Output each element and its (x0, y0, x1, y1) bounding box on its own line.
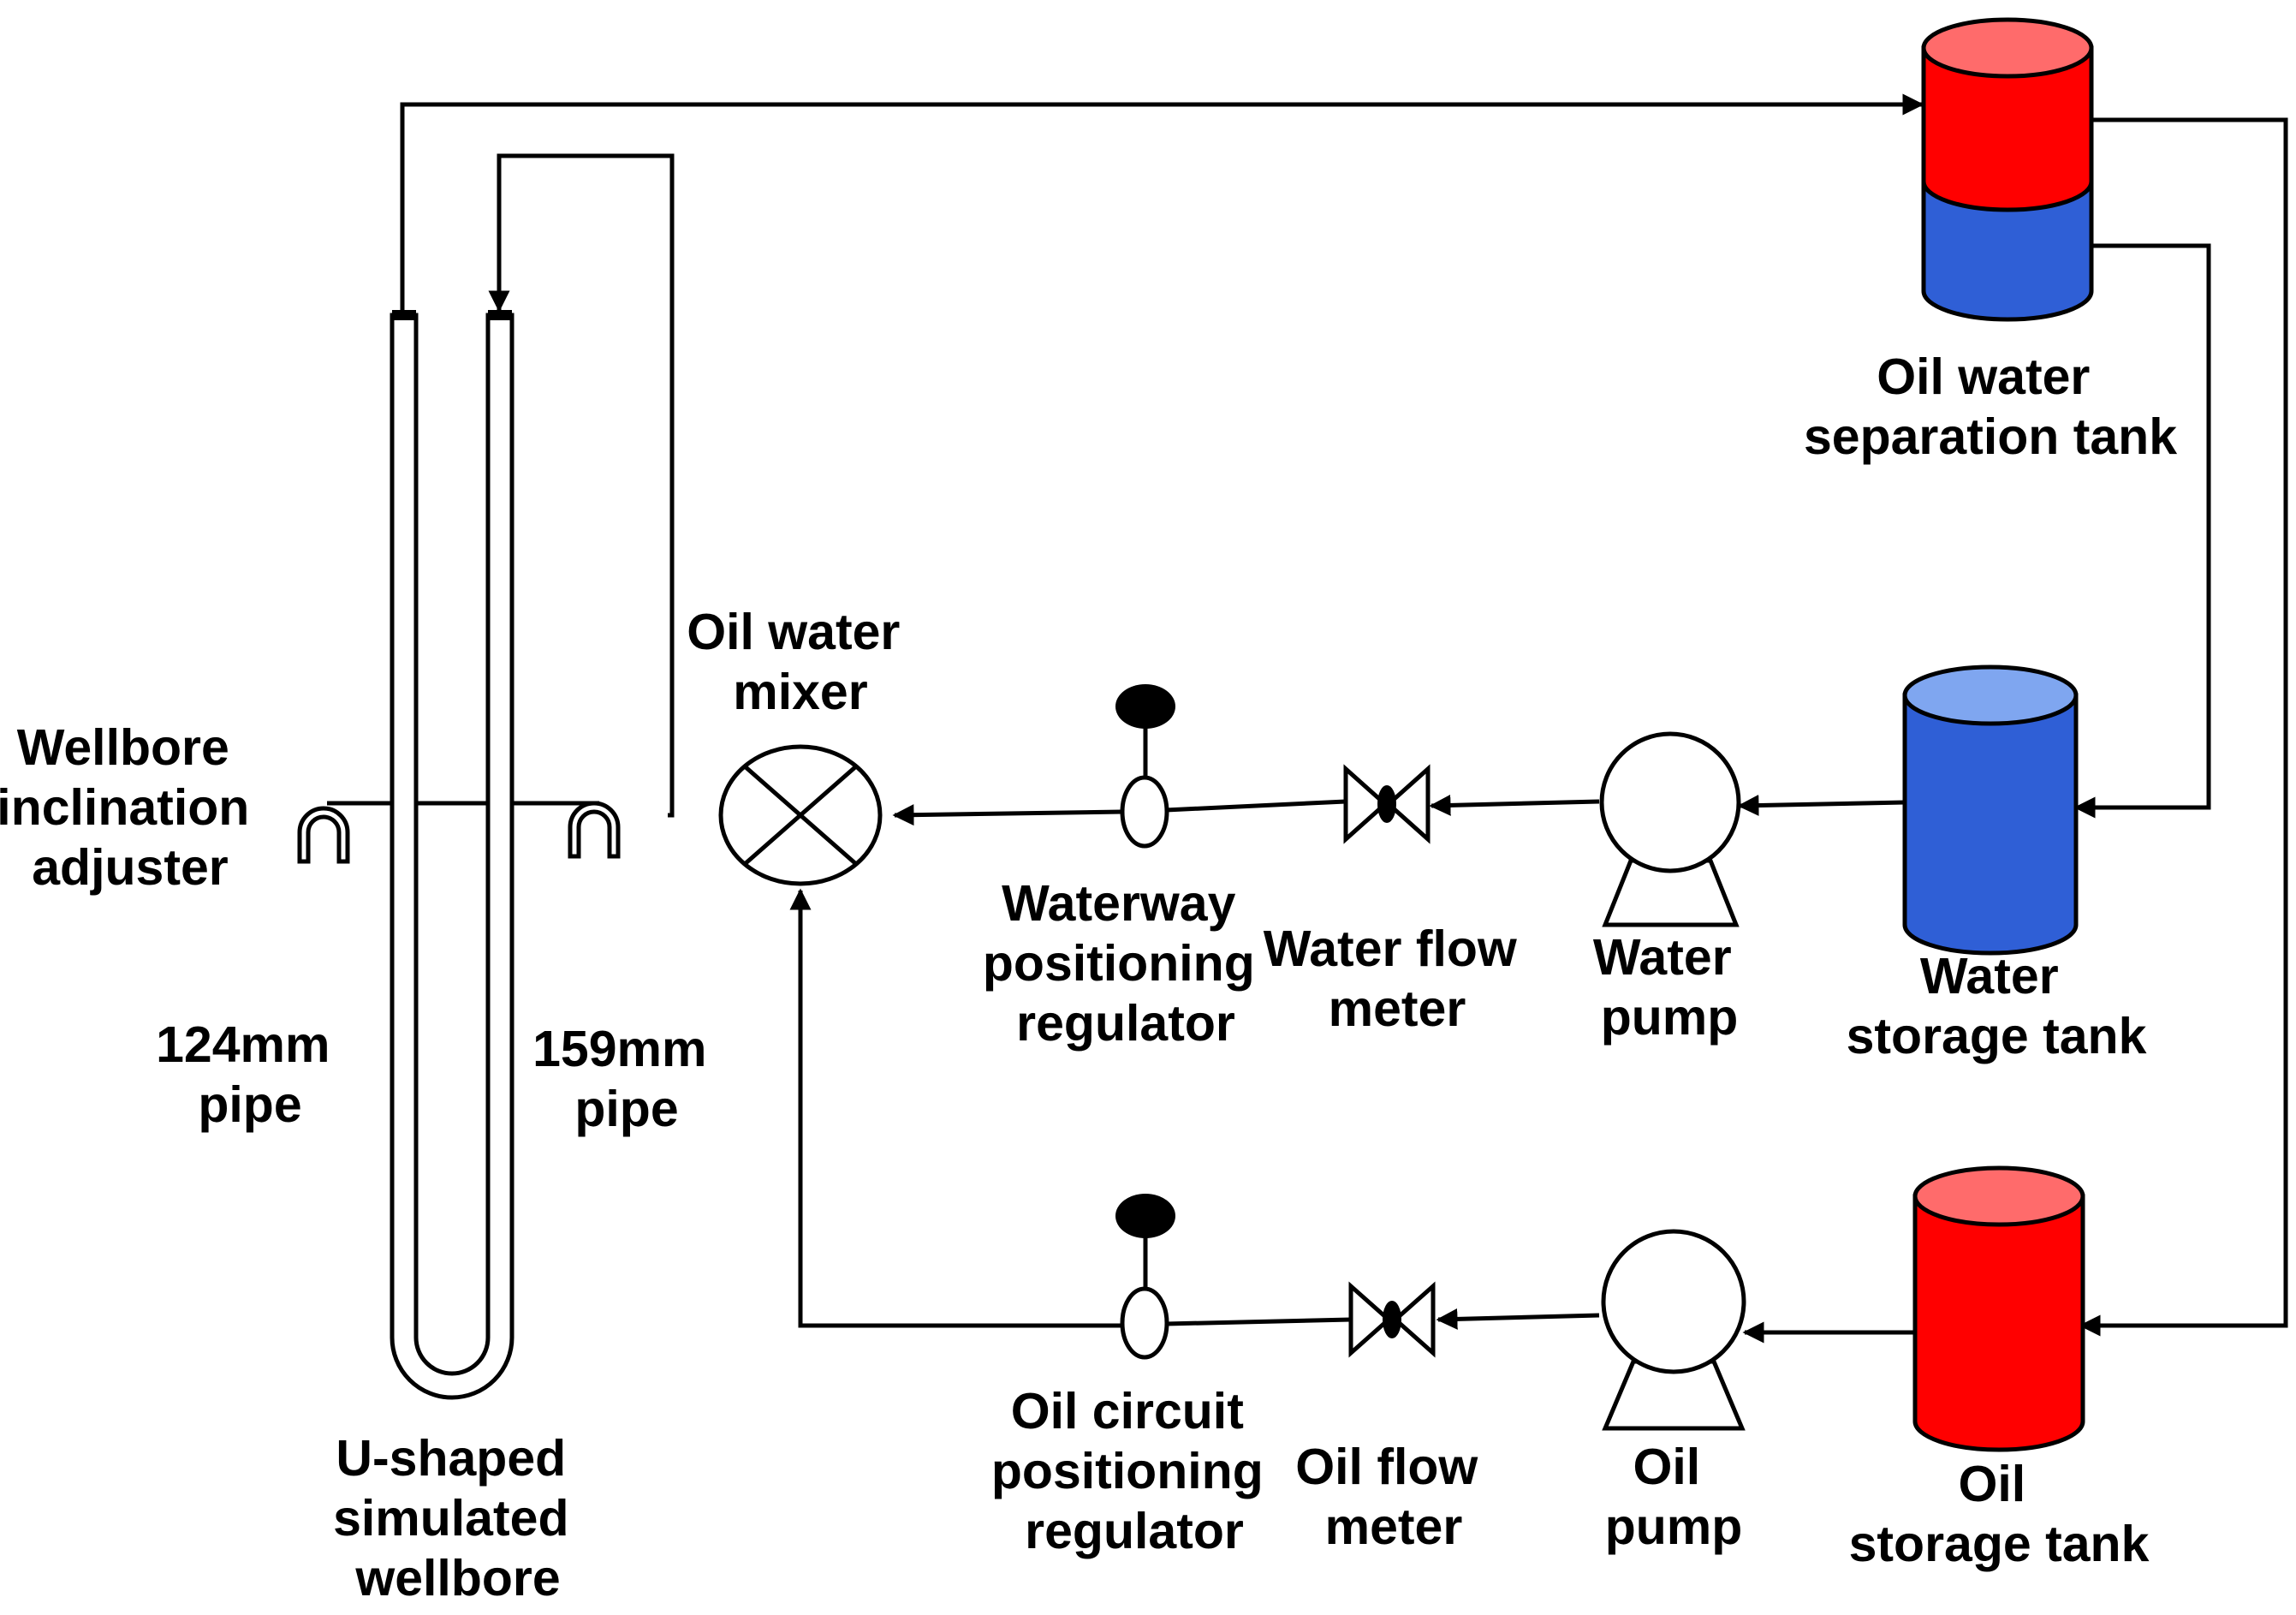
separator-water-outlet-line (2073, 243, 2211, 819)
water-pump-to-meter-line (1429, 794, 1600, 816)
wellbore-label: U-shaped simulated wellbore (333, 1430, 583, 1606)
separation-tank-top (1921, 17, 2094, 79)
oil-pump-label: Oil pump (1605, 1439, 1743, 1555)
oil-storage-tank-icon (1912, 1165, 2085, 1452)
oil-flow-meter-icon (1348, 1281, 1436, 1358)
mixer-to-wellbore-line (488, 153, 675, 818)
separation-tank-icon (1921, 17, 2094, 322)
mixer-label: Oil water mixer (687, 604, 914, 720)
inclination-clamp-icon-right (568, 801, 621, 859)
water-tank-to-pump-line (1737, 795, 1906, 817)
oil-regulator-to-mixer-line (789, 888, 1122, 1328)
water-meter-to-regulator-line (1165, 799, 1347, 813)
oil-meter-to-regulator-line (1165, 1317, 1352, 1326)
separation-tank-label: Oil water separation tank (1804, 349, 2177, 465)
separation-tank-oil-layer (1921, 45, 2094, 212)
waterway-regulator-icon (1115, 684, 1175, 849)
oil-flow-meter-label: Oil flow meter (1295, 1439, 1491, 1555)
water-pump-label: Water pump (1593, 929, 1746, 1046)
u-shaped-wellbore-icon (390, 310, 515, 1400)
oil-circuit-regulator-label: Oil circuit positioning regulator (991, 1383, 1277, 1559)
separation-tank-water-layer (1921, 179, 2094, 322)
oil-pump-icon (1601, 1229, 1746, 1431)
waterway-regulator-label: Waterway positioning regulator (983, 875, 1269, 1052)
separator-oil-outlet-line (2079, 117, 2288, 1337)
124mm-pipe-label: 124mm pipe (156, 1016, 344, 1133)
pipelines (327, 93, 2288, 1344)
water-regulator-to-mixer-line (892, 804, 1123, 826)
water-storage-tank-label: Water storage tank (1847, 948, 2147, 1064)
water-storage-tank-icon (1902, 664, 2079, 956)
159mm-pipe-cap (488, 310, 512, 320)
inclination-adjuster-label: Wellbore inclination adjuster (0, 719, 264, 896)
124mm-pipe-cap (392, 310, 416, 320)
oil-storage-tank-label: Oil storage tank (1849, 1456, 2150, 1572)
oil-circuit-regulator-icon (1115, 1194, 1175, 1360)
oil-pump-to-meter-line (1436, 1308, 1600, 1330)
labels: Oil water separation tank Oil water mixe… (0, 349, 2177, 1606)
159mm-pipe-label: 159mm pipe (532, 1021, 721, 1137)
mixer-icon (718, 744, 883, 886)
water-flow-meter-icon (1343, 764, 1431, 844)
water-pump-icon (1599, 731, 1741, 927)
inclination-clamp-icon-left (297, 806, 350, 864)
return-line-to-separator (400, 93, 1924, 313)
wellbore-outer-wall (390, 313, 515, 1400)
water-flow-meter-label: Water flow meter (1264, 921, 1532, 1037)
